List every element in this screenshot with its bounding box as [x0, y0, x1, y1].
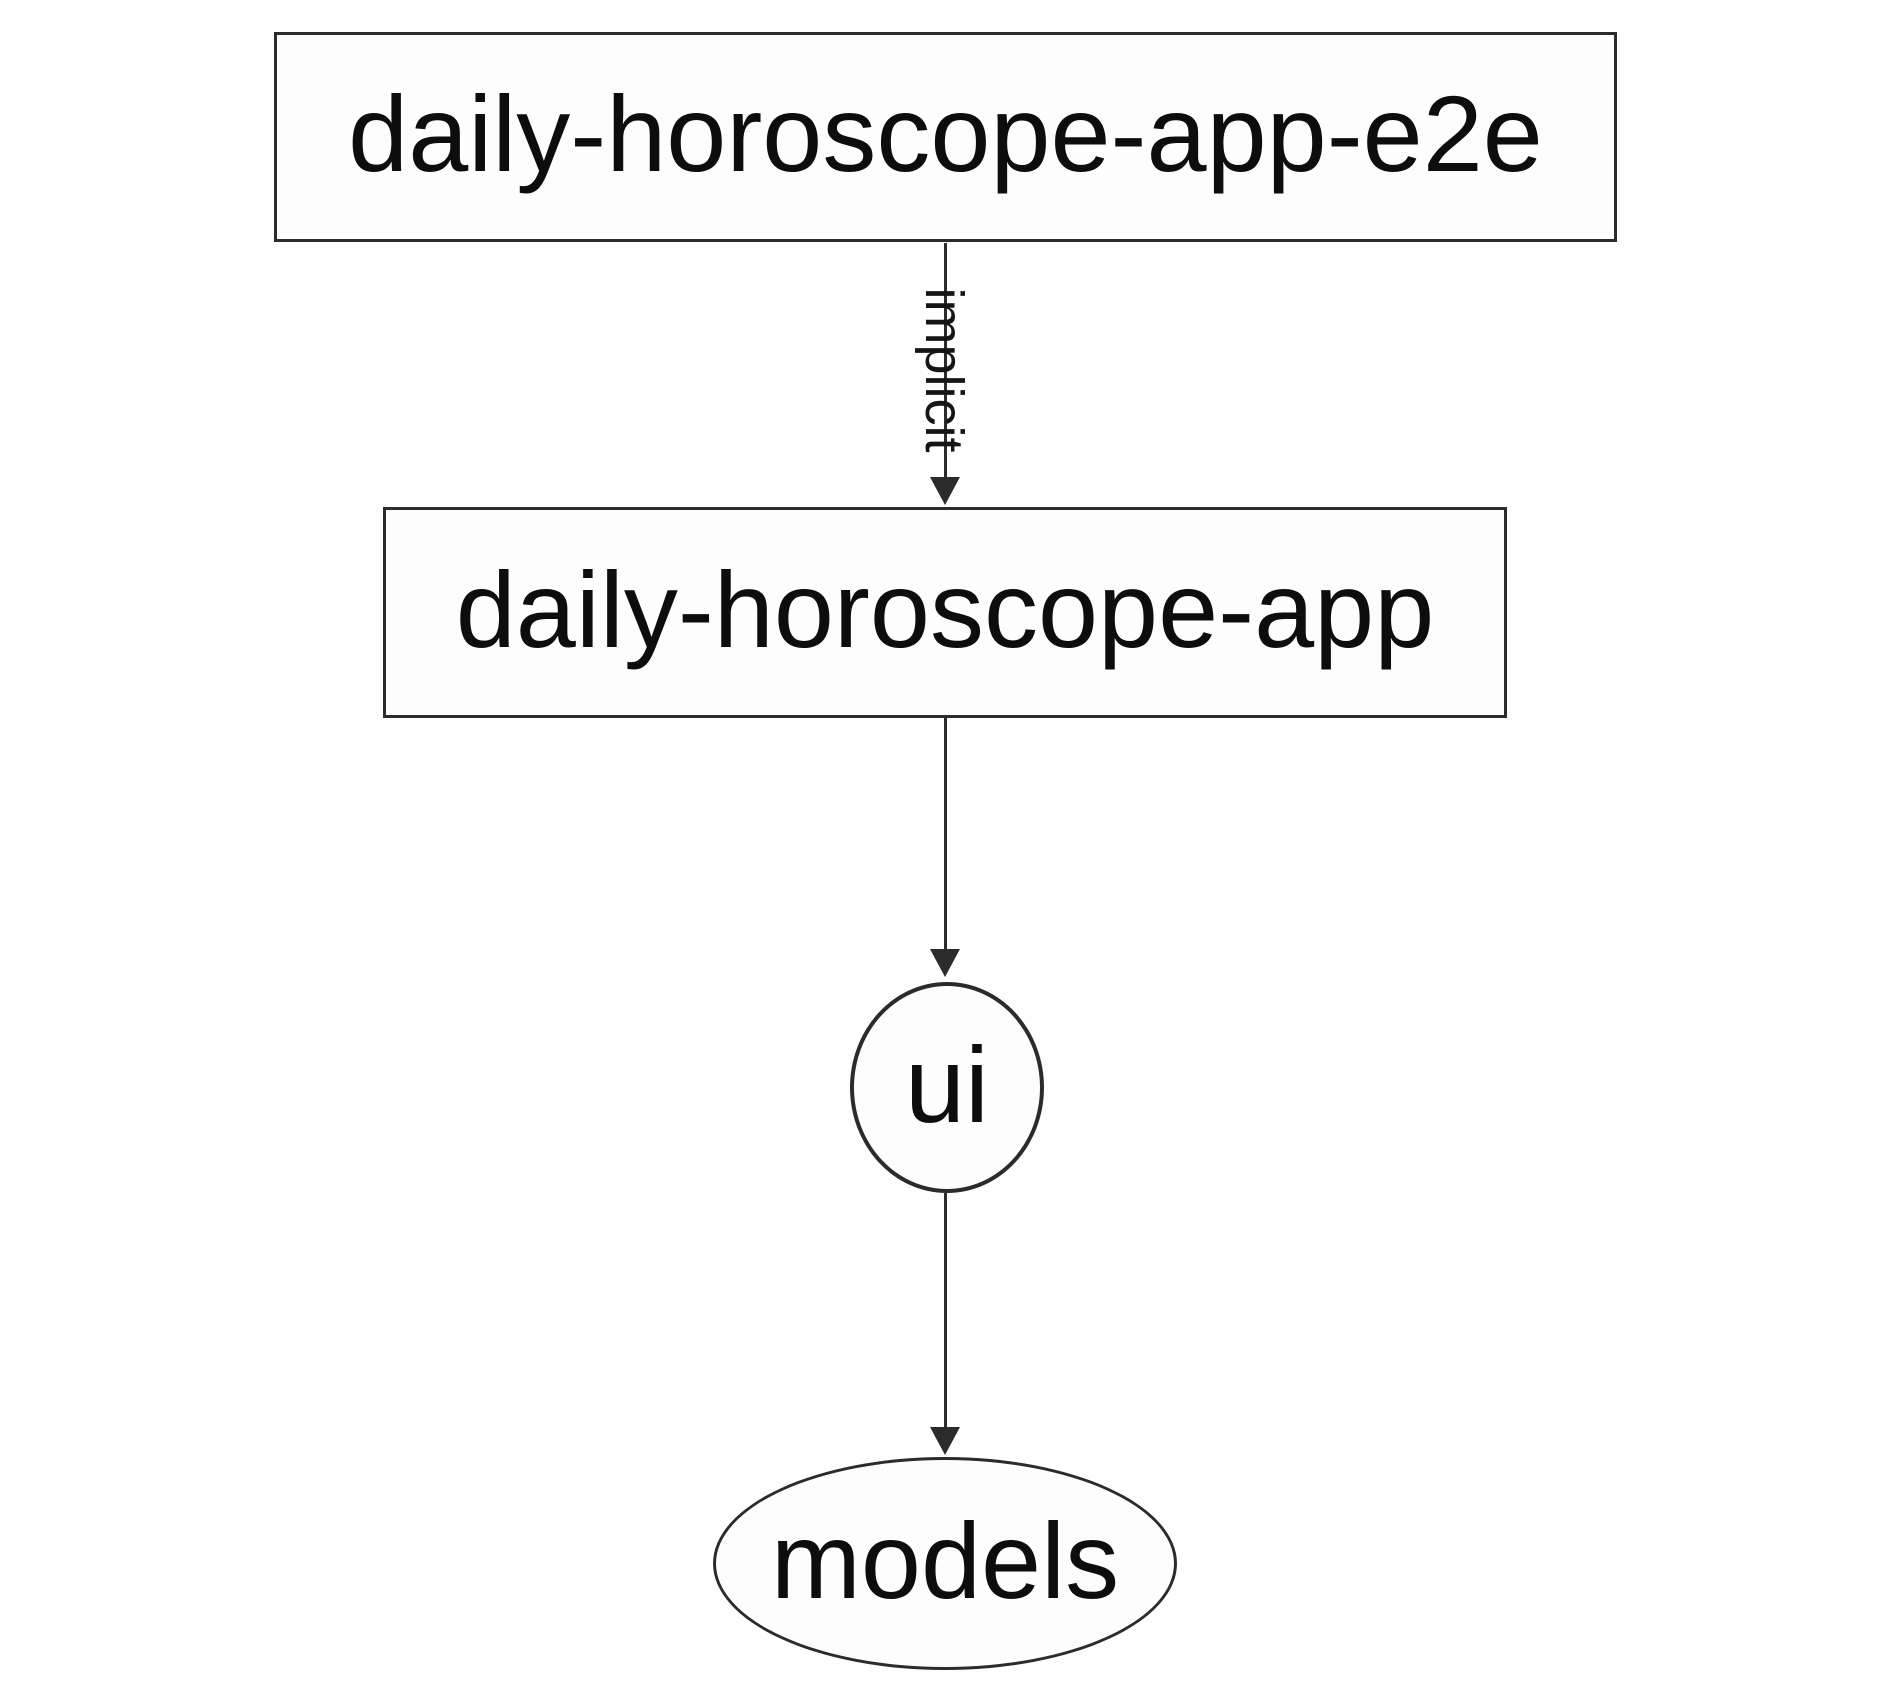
- edge-line-app-to-ui: [944, 718, 947, 950]
- node-ui: ui: [850, 982, 1044, 1193]
- node-label: models: [770, 1499, 1120, 1621]
- node-label: daily-horoscope-app-e2e: [348, 73, 1543, 194]
- edge-line-ui-to-models: [944, 1193, 947, 1427]
- edge-line-e2e-to-app: [944, 243, 947, 478]
- node-daily-horoscope-app-e2e: daily-horoscope-app-e2e: [274, 32, 1617, 242]
- node-models: models: [713, 1457, 1177, 1670]
- node-label: ui: [904, 1023, 990, 1145]
- arrowhead-icon: [930, 1427, 960, 1455]
- arrowhead-icon: [930, 949, 960, 977]
- node-daily-horoscope-app: daily-horoscope-app: [383, 507, 1507, 718]
- edge-label-implicit: implicit: [914, 287, 974, 453]
- node-label: daily-horoscope-app: [455, 548, 1435, 670]
- arrowhead-icon: [930, 477, 960, 505]
